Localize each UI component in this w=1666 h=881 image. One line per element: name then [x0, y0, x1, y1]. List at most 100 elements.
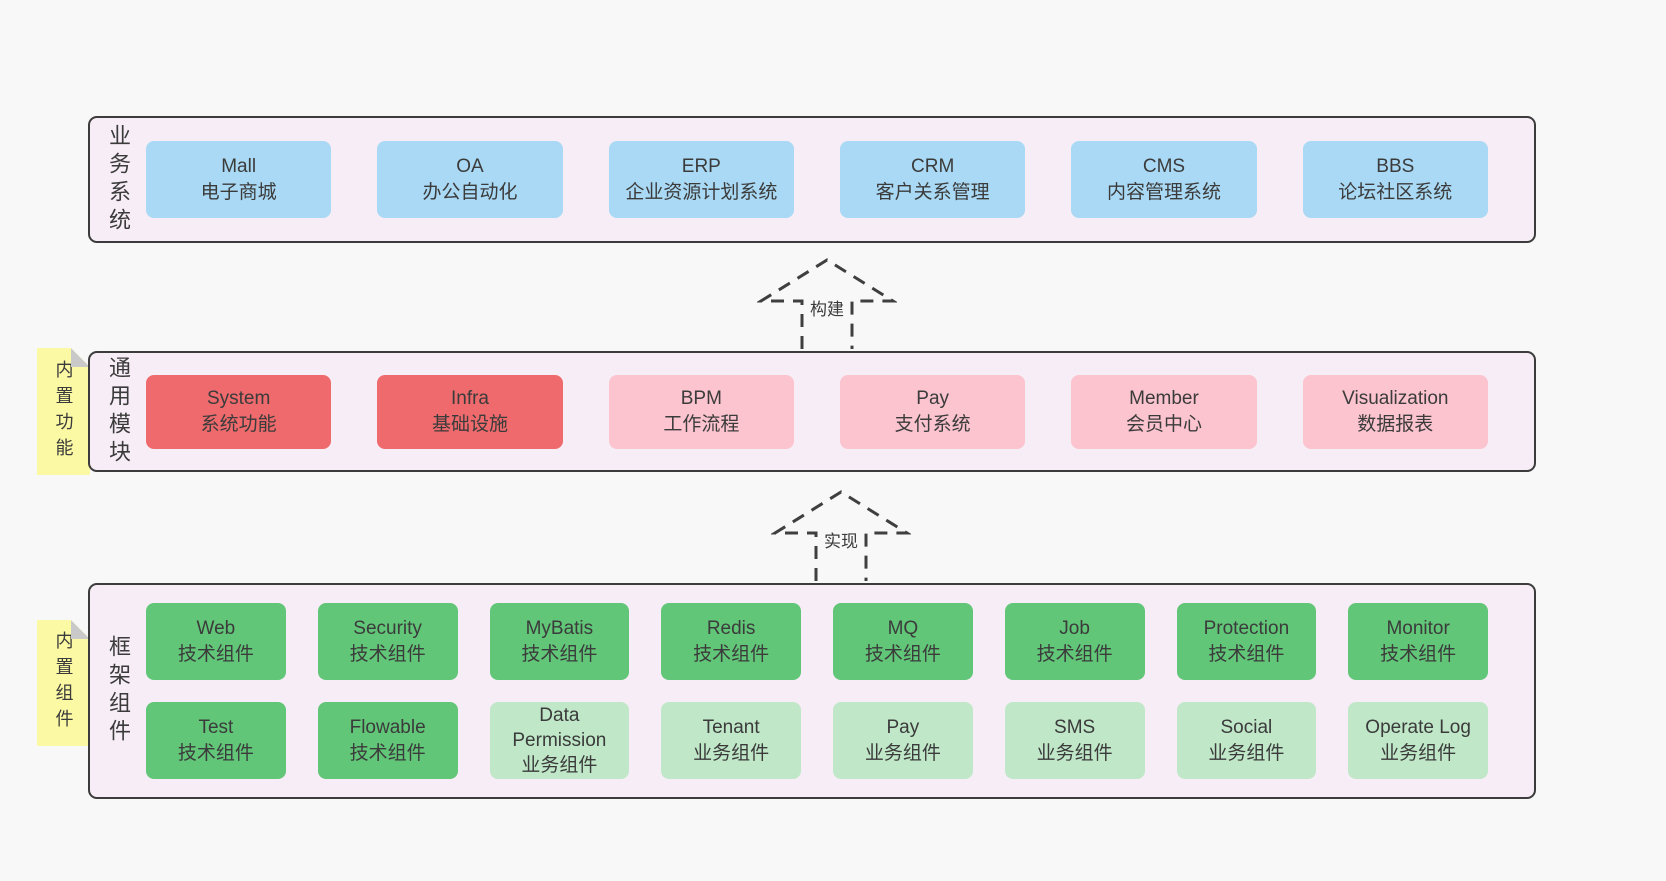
box-name: Flowable — [349, 717, 426, 739]
box-name: CRM — [911, 156, 955, 178]
box-sms: SMS 业务组件 — [1004, 702, 1145, 779]
box-name: Mall — [221, 156, 257, 178]
box-mybatis: MyBatis 技术组件 — [489, 603, 630, 680]
box-desc: 业务组件 — [1380, 742, 1457, 764]
section-content: Mall 电子商城 OA 办公自动化 ERP 企业资源计划系统 CRM 客户关系… — [146, 118, 1534, 241]
box-row: Test 技术组件 Flowable 技术组件 Data Permission … — [146, 702, 1488, 779]
box-bpm: BPM 工作流程 — [608, 374, 794, 449]
box-crm: CRM 客户关系管理 — [839, 141, 1026, 218]
box-security: Security 技术组件 — [317, 603, 458, 680]
section-label-column: 框架组件 — [90, 585, 146, 797]
box-desc: 企业资源计划系统 — [625, 181, 778, 203]
box-row: System 系统功能 Infra 基础设施 BPM 工作流程 Pay 支付系统… — [146, 374, 1488, 449]
box-desc: 技术组件 — [349, 742, 426, 764]
box-name: Pay — [886, 717, 920, 739]
up-arrow-icon — [771, 490, 911, 581]
sticky-note-label: 内置组件 — [53, 631, 74, 735]
dashed-up-arrow-implement: 实现 — [771, 489, 911, 581]
box-desc: 技术组件 — [864, 643, 941, 665]
box-mall: Mall 电子商城 — [146, 141, 332, 218]
box-flowable: Flowable 技术组件 — [317, 702, 458, 779]
box-desc: 技术组件 — [349, 643, 426, 665]
box-test: Test 技术组件 — [146, 702, 286, 779]
box-name: Tenant — [702, 717, 760, 739]
box-name: Security — [353, 618, 422, 640]
box-desc: 业务组件 — [864, 742, 941, 764]
box-row: Web 技术组件 Security 技术组件 MyBatis 技术组件 Redi… — [146, 603, 1488, 680]
box-desc: 技术组件 — [693, 643, 770, 665]
box-name: Test — [198, 717, 234, 739]
box-name: SMS — [1054, 717, 1096, 739]
box-name: CMS — [1142, 156, 1186, 178]
section-content: Web 技术组件 Security 技术组件 MyBatis 技术组件 Redi… — [146, 585, 1534, 797]
box-mq: MQ 技术组件 — [833, 603, 973, 680]
box-bbs: BBS 论坛社区系统 — [1302, 141, 1488, 218]
box-name: ERP — [681, 156, 721, 178]
box-tenant: Tenant 业务组件 — [661, 702, 801, 779]
box-desc: 业务组件 — [693, 742, 770, 764]
box-name: Protection — [1203, 618, 1290, 640]
box-desc: 技术组件 — [521, 643, 598, 665]
section-common-modules: 通用模块 System 系统功能 Infra 基础设施 BPM 工作流程 Pay… — [88, 351, 1536, 472]
box-name: MQ — [887, 618, 919, 640]
box-system: System 系统功能 — [146, 374, 332, 449]
up-arrow-icon — [757, 258, 897, 349]
box-desc: 客户关系管理 — [875, 181, 990, 203]
arrow-label: 实现 — [821, 526, 861, 553]
box-desc: 系统功能 — [200, 413, 277, 435]
sticky-note-label: 内置功能 — [53, 359, 74, 464]
box-oa: OA 办公自动化 — [377, 141, 563, 218]
box-name: Visualization — [1342, 388, 1449, 410]
sticky-note-built-in-features: 内置功能 — [37, 348, 90, 475]
box-desc: 技术组件 — [1380, 643, 1457, 665]
box-desc: 工作流程 — [663, 413, 740, 435]
box-job: Job 技术组件 — [1004, 603, 1145, 680]
section-business-systems: 业务系统 Mall 电子商城 OA 办公自动化 ERP 企业资源计划系统 CRM… — [88, 116, 1536, 243]
box-member: Member 会员中心 — [1071, 374, 1257, 449]
box-desc: 电子商城 — [200, 181, 277, 203]
box-desc: 技术组件 — [177, 643, 254, 665]
sticky-note-built-in-components: 内置组件 — [37, 620, 90, 746]
box-name: Monitor — [1386, 618, 1450, 640]
box-name: MyBatis — [525, 618, 594, 640]
box-name: BBS — [1376, 156, 1415, 178]
box-name: Redis — [706, 618, 756, 640]
box-desc: 办公自动化 — [422, 181, 518, 203]
box-row: Mall 电子商城 OA 办公自动化 ERP 企业资源计划系统 CRM 客户关系… — [146, 141, 1488, 218]
box-name: Social — [1220, 717, 1273, 739]
box-desc: 论坛社区系统 — [1338, 181, 1453, 203]
section-label-column: 业务系统 — [90, 118, 146, 241]
box-desc: 支付系统 — [894, 413, 971, 435]
box-infra: Infra 基础设施 — [377, 374, 563, 449]
box-desc: 业务组件 — [521, 755, 598, 777]
section-title: 框架组件 — [106, 635, 131, 747]
box-name: Web — [196, 618, 236, 640]
section-content: System 系统功能 Infra 基础设施 BPM 工作流程 Pay 支付系统… — [146, 353, 1534, 470]
box-name: Job — [1059, 618, 1090, 640]
box-desc: 业务组件 — [1208, 742, 1285, 764]
section-label-column: 通用模块 — [90, 353, 146, 470]
dashed-up-arrow-build: 构建 — [757, 257, 897, 349]
box-desc: 会员中心 — [1125, 413, 1202, 435]
box-name: Operate Log — [1365, 717, 1471, 739]
box-redis: Redis 技术组件 — [661, 603, 801, 680]
box-desc: 业务组件 — [1036, 742, 1113, 764]
box-monitor: Monitor 技术组件 — [1348, 603, 1488, 680]
box-data-permission: Data Permission 业务组件 — [489, 702, 630, 779]
box-name: OA — [456, 156, 484, 178]
box-desc: 基础设施 — [431, 413, 508, 435]
box-web: Web 技术组件 — [146, 603, 286, 680]
box-name: Infra — [450, 388, 489, 410]
box-visualization: Visualization 数据报表 — [1302, 374, 1488, 449]
box-desc: 数据报表 — [1357, 413, 1434, 435]
box-protection: Protection 技术组件 — [1176, 603, 1317, 680]
section-title: 通用模块 — [106, 355, 131, 468]
box-social: Social 业务组件 — [1176, 702, 1317, 779]
box-desc: 技术组件 — [177, 742, 254, 764]
box-name: Member — [1129, 388, 1199, 410]
box-name: BPM — [680, 388, 722, 410]
box-pay-component: Pay 业务组件 — [833, 702, 973, 779]
arrow-label: 构建 — [807, 294, 847, 321]
section-title: 业务系统 — [106, 123, 131, 236]
section-framework-components: 框架组件 Web 技术组件 Security 技术组件 MyBatis 技术组件… — [88, 583, 1536, 799]
